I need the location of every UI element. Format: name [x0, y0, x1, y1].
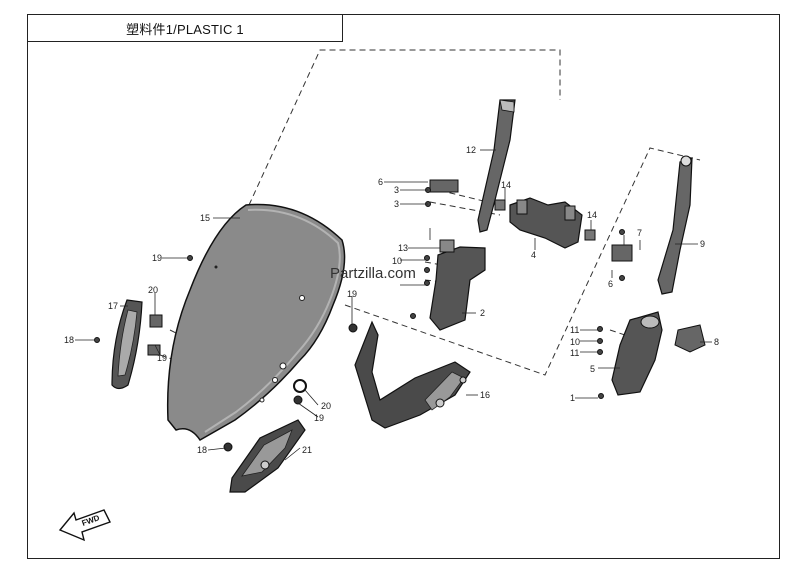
- callout-19c: 19: [347, 289, 357, 299]
- callout-11a: 11: [570, 325, 579, 335]
- callout-2: 2: [480, 308, 485, 318]
- title-box: 塑料件1/PLASTIC 1: [27, 14, 343, 42]
- watermark: Partzilla.com: [330, 265, 416, 282]
- guide-11: [609, 329, 626, 336]
- cross-bracket-4: [509, 197, 583, 249]
- callout-9: 9: [700, 239, 705, 249]
- callout-18b: 18: [197, 445, 207, 455]
- callout-15: 15: [200, 213, 210, 223]
- callout-10a: 10: [392, 256, 402, 266]
- callout-19d: 19: [314, 413, 324, 423]
- riser-right-5: [611, 311, 706, 396]
- guide-bolt-3b: [429, 201, 501, 216]
- mount-arm-12: [477, 99, 516, 233]
- guide-windscreen-top: [248, 49, 561, 206]
- callout-20a: 20: [148, 285, 158, 295]
- callout-5: 5: [590, 364, 595, 374]
- leader-lines: [75, 149, 712, 461]
- callout-4: 4: [531, 250, 536, 260]
- clamp-pieces: [147, 179, 633, 452]
- callout-6b: 6: [608, 279, 613, 289]
- callout-19b: 19: [157, 353, 167, 363]
- lower-center-cover: [354, 320, 471, 429]
- callout-13: 13: [398, 243, 408, 253]
- riser-left-2: [429, 239, 486, 331]
- callout-7: 7: [637, 228, 642, 238]
- callout-17: 17: [108, 301, 118, 311]
- callout-1: 1: [570, 393, 575, 403]
- callout-12: 12: [466, 145, 476, 155]
- callout-10b: 10: [570, 337, 580, 347]
- watermark-text: Partzilla.com: [330, 265, 416, 282]
- callout-numbers: 1 2 3 3 4 5 6 6 7 8 9 10 10 11 11 12 13 …: [64, 145, 719, 455]
- callout-21: 21: [302, 445, 312, 455]
- callout-16: 16: [480, 390, 490, 400]
- callout-18a: 18: [64, 335, 74, 345]
- mount-arm-9: [657, 155, 693, 295]
- guide-right-bracket: [344, 147, 701, 376]
- bolts: [94, 187, 625, 399]
- callout-3b: 3: [394, 199, 399, 209]
- lower-left-cover: [229, 419, 306, 493]
- callout-14b: 14: [587, 210, 597, 220]
- callout-14a: 14: [501, 180, 511, 190]
- guide-18: [169, 329, 181, 336]
- callout-3a: 3: [394, 185, 399, 195]
- diagram-border: [27, 14, 780, 559]
- callout-8: 8: [714, 337, 719, 347]
- callout-11b: 11: [570, 348, 579, 358]
- left-trim-panel: [111, 299, 143, 390]
- diagram-title: 塑料件1/PLASTIC 1: [126, 21, 244, 37]
- callout-20b: 20: [321, 401, 331, 411]
- callout-6a: 6: [378, 177, 383, 187]
- callout-19a: 19: [152, 253, 162, 263]
- fwd-arrow-icon: FWD: [58, 509, 111, 542]
- windscreen: [166, 203, 346, 441]
